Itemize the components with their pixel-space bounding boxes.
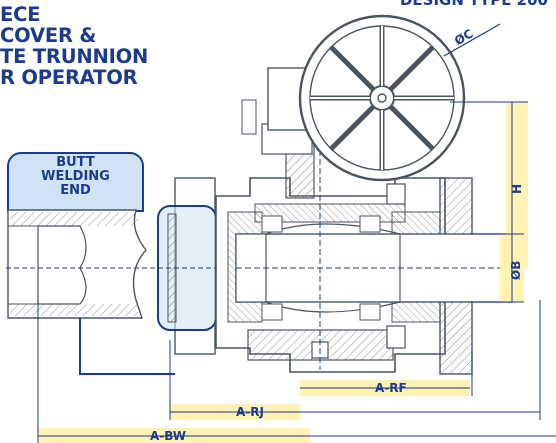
label-a-rj: A-RJ: [236, 405, 264, 419]
dimension-length-rf: [300, 350, 473, 396]
label-diameter-b: ØB: [509, 260, 523, 280]
dimension-diameter-b: [470, 233, 524, 303]
label-height: H: [510, 183, 524, 194]
title-line-4: R OPERATOR: [0, 66, 138, 89]
title-line-1: ECE: [0, 3, 41, 26]
handwheel-gear-operator: [298, 14, 466, 182]
label-a-bw: A-BW: [150, 429, 186, 443]
title-line-2: COVER &: [0, 24, 97, 47]
dimension-length-bw: [37, 300, 556, 443]
design-type-label: DESIGN TYPE 200: [399, 0, 548, 9]
dimension-length-rj: [169, 300, 541, 420]
dimension-diameter-c: [443, 23, 501, 57]
butt-welding-end-detail: [6, 209, 175, 375]
ring-joint-flange-detail: [150, 177, 236, 355]
butt-welding-end-label: BUTT WELDING END: [41, 155, 110, 198]
page-title: ECE COVER & TE TRUNNION R OPERATOR: [0, 4, 148, 88]
label-a-rf: A-RF: [375, 381, 407, 395]
title-line-3: TE TRUNNION: [0, 45, 149, 68]
butt-welding-detail-callout: [7, 152, 144, 212]
